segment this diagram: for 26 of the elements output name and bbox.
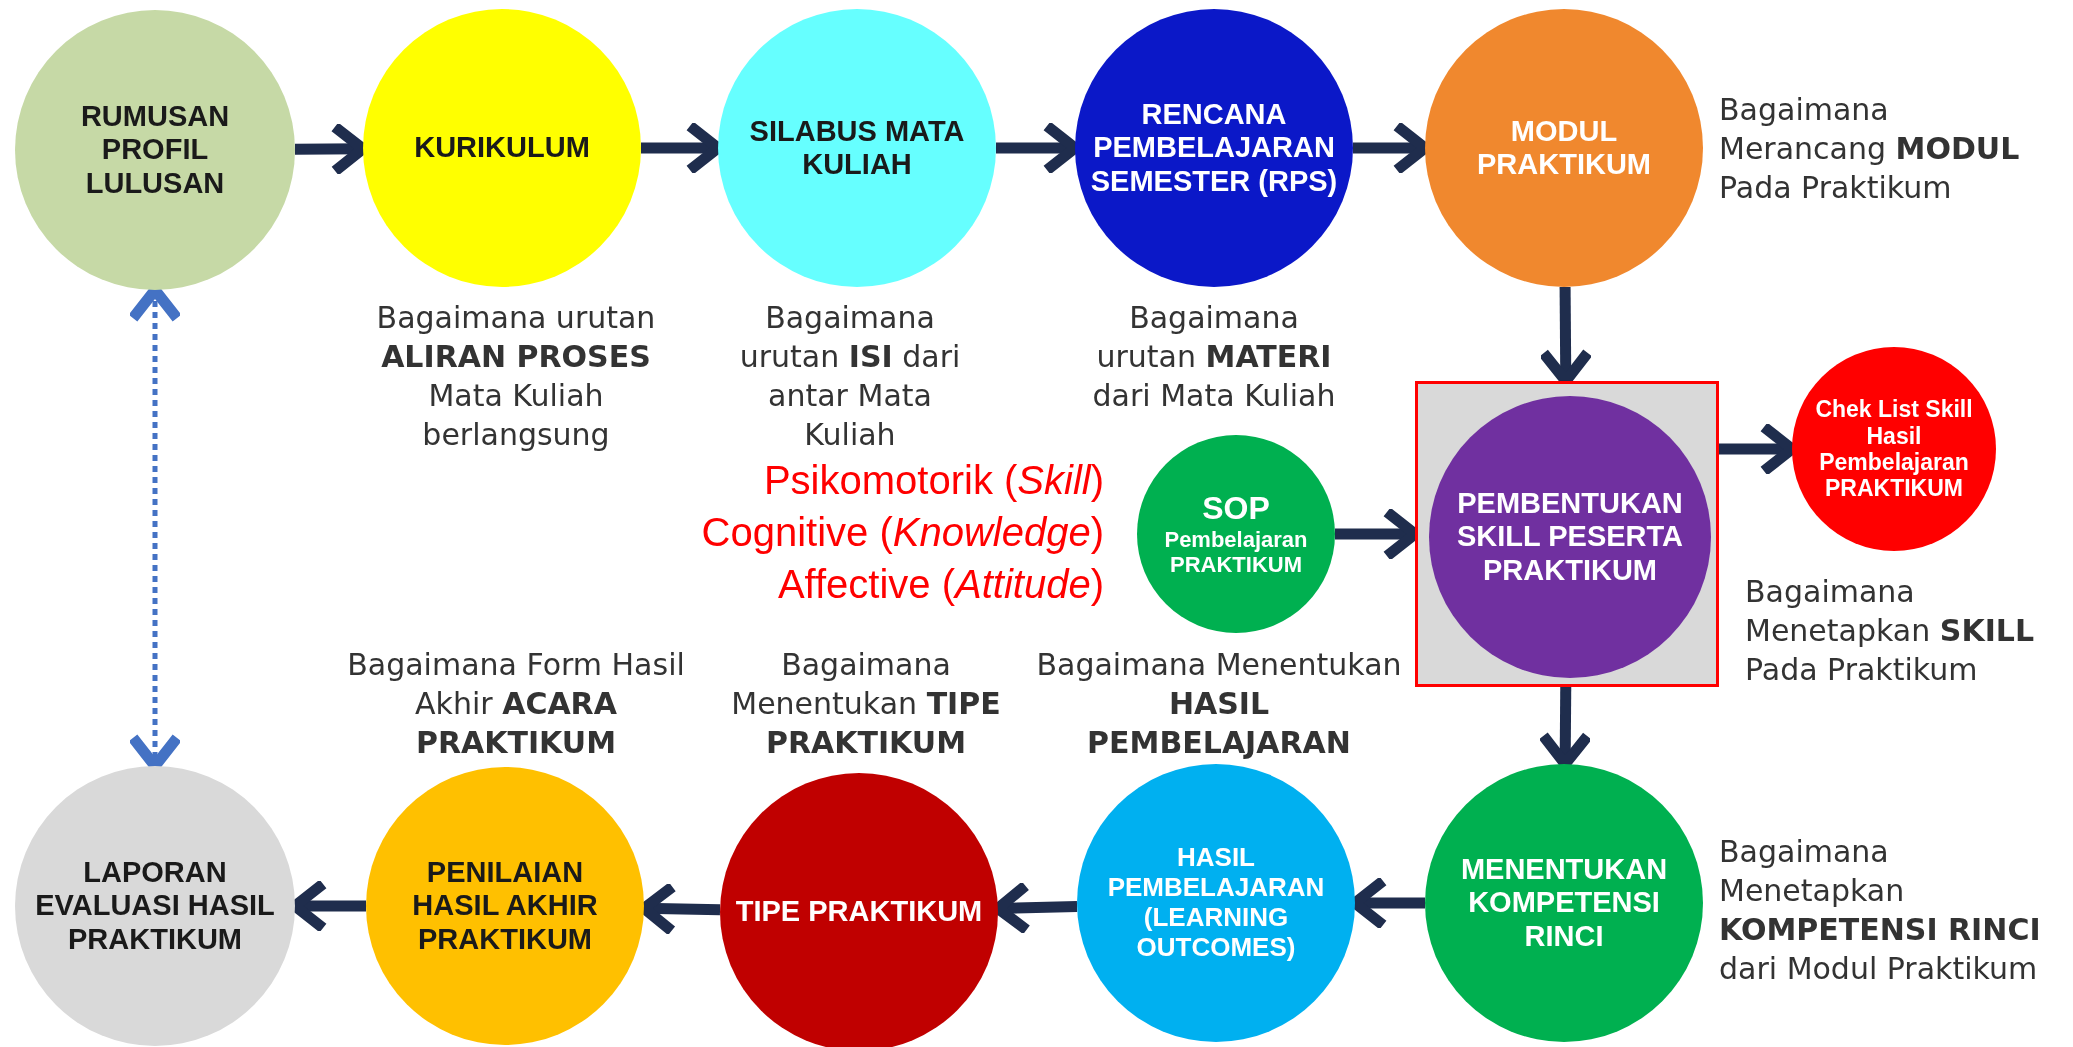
description-text: Bagaimana Menentukan HASIL PEMBELAJARAN (1035, 646, 1403, 762)
note-text: Cognitive (Knowledge) (701, 510, 1104, 555)
description-text: Bagaimana Menetapkan KOMPETENSI RINCI dari Modul Praktikum (1719, 833, 2042, 988)
description-text: Bagaimana Menentukan TIPE PRAKTIKUM (730, 646, 1002, 762)
node-label: TIPE PRAKTIKUM (734, 895, 984, 929)
node-label: Pembelajaran PRAKTIKUM (1163, 527, 1309, 578)
node-label: RENCANA PEMBELAJARAN SEMESTER (RPS) (1089, 98, 1339, 198)
description-text: Bagaimana Merancang MODUL Pada Praktikum (1719, 91, 2021, 207)
node-label: Chek List Skill Hasil Pembelajaran PRAKTIKUM (1814, 396, 1974, 502)
note-text: Affective (Attitude) (777, 562, 1104, 607)
node-label: SILABUS MATA KULIAH (748, 114, 966, 182)
note-text: Psikomotorik (Skill) (763, 458, 1104, 503)
node-label: SOP (1201, 490, 1271, 528)
description-text: Bagaimana urutan MATERI dari Mata Kuliah (1091, 299, 1337, 415)
description-text: Bagaimana urutan ISI dari antar Mata Kuliah (738, 299, 962, 454)
node-label: LAPORAN EVALUASI HASIL PRAKTIKUM (34, 856, 276, 956)
description-text: Bagaimana Form Hasil Akhir ACARA PRAKTIKUM (346, 646, 686, 762)
node-label: PENILAIAN HASIL AKHIR PRAKTIKUM (411, 856, 599, 956)
node-label: PEMBENTUKAN SKILL PESERTA PRAKTIKUM (1455, 487, 1685, 587)
node-label: MODUL PRAKTIKUM (1476, 114, 1652, 182)
node-label: HASIL PEMBELAJARAN (LEARNING OUTCOMES) (1106, 843, 1326, 963)
node-label: MENENTUKAN KOMPETENSI RINCI (1459, 853, 1669, 953)
node-label: RUMUSAN PROFIL LULUSAN (79, 100, 231, 200)
description-text: Bagaimana Menetapkan SKILL Pada Praktikum (1745, 573, 2036, 689)
description-text: Bagaimana urutan ALIRAN PROSES Mata Kuliah berlangsung (375, 299, 657, 454)
node-label: KURIKULUM (413, 131, 591, 165)
